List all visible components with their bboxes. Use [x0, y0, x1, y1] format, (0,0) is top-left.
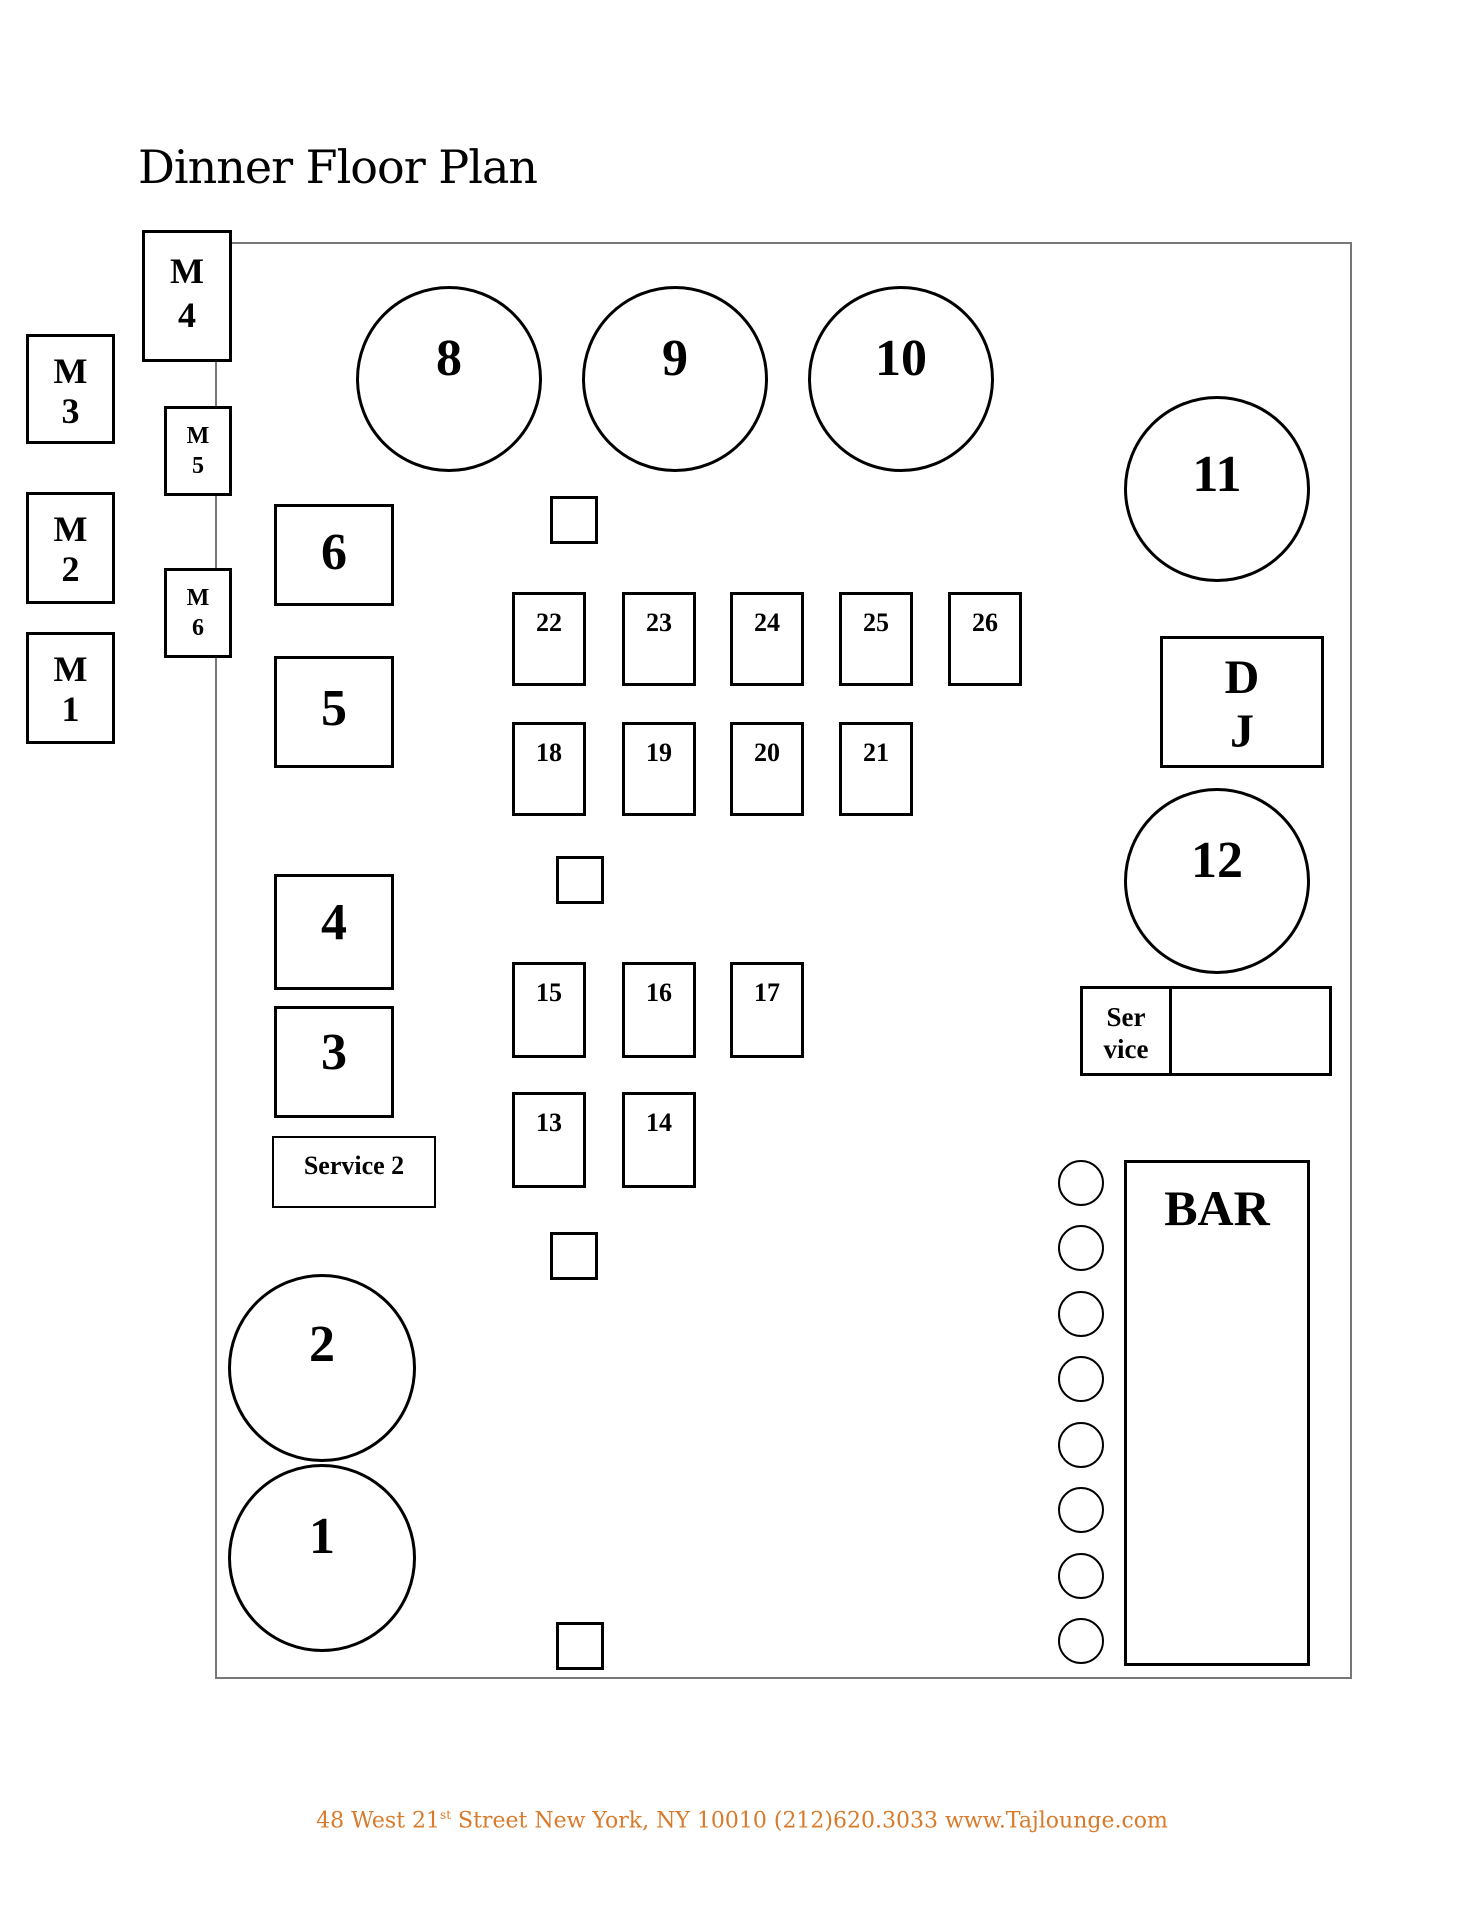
pillar-1: [550, 496, 598, 544]
table-13-label: 13: [536, 1108, 562, 1137]
footer-address-pre: 48 West 21: [316, 1808, 441, 1834]
pillar-4: [556, 1622, 604, 1670]
page-title: Dinner Floor Plan: [138, 140, 538, 194]
service-station: Ser vice: [1080, 986, 1332, 1076]
table-15-label: 15: [536, 978, 562, 1007]
table-m4[interactable]: M 4: [142, 230, 232, 362]
dj-booth[interactable]: D J: [1160, 636, 1324, 768]
table-18-label: 18: [536, 738, 562, 767]
table-8[interactable]: 8: [356, 286, 542, 472]
service-station-label: Ser vice: [1083, 1001, 1169, 1065]
table-9[interactable]: 9: [582, 286, 768, 472]
table-1-label: 1: [309, 1508, 335, 1565]
table-16[interactable]: 16: [622, 962, 696, 1058]
table-10-label: 10: [875, 330, 927, 387]
dining-room-outline: [215, 242, 1352, 1679]
table-5-label: 5: [321, 680, 347, 737]
table-17[interactable]: 17: [730, 962, 804, 1058]
table-3-label: 3: [321, 1024, 347, 1081]
table-m5-label-num: 5: [192, 453, 204, 479]
table-m5[interactable]: M 5: [164, 406, 232, 496]
table-m2-label-num: 2: [61, 549, 80, 589]
table-4-label: 4: [321, 894, 347, 951]
table-22[interactable]: 22: [512, 592, 586, 686]
table-25[interactable]: 25: [839, 592, 913, 686]
table-23[interactable]: 23: [622, 592, 696, 686]
table-4[interactable]: 4: [274, 874, 394, 990]
bar-stool[interactable]: [1058, 1225, 1104, 1271]
table-14[interactable]: 14: [622, 1092, 696, 1188]
pillar-3: [550, 1232, 598, 1280]
table-m2-label-m: M: [53, 509, 88, 549]
table-13[interactable]: 13: [512, 1092, 586, 1188]
table-12-label: 12: [1191, 832, 1243, 889]
table-21-label: 21: [863, 738, 889, 767]
bar-stool[interactable]: [1058, 1356, 1104, 1402]
table-2[interactable]: 2: [228, 1274, 416, 1462]
service-label-ser: Ser: [1106, 1002, 1146, 1032]
bar-stool[interactable]: [1058, 1422, 1104, 1468]
table-m1-label-m: M: [53, 649, 88, 689]
table-19[interactable]: 19: [622, 722, 696, 816]
table-3[interactable]: 3: [274, 1006, 394, 1118]
service-2-label: Service 2: [303, 1151, 405, 1180]
table-20[interactable]: 20: [730, 722, 804, 816]
table-15[interactable]: 15: [512, 962, 586, 1058]
table-11[interactable]: 11: [1124, 396, 1310, 582]
table-18[interactable]: 18: [512, 722, 586, 816]
footer-address-sup: st: [440, 1808, 452, 1822]
table-6[interactable]: 6: [274, 504, 394, 606]
table-14-label: 14: [646, 1108, 672, 1137]
service-label-vice: vice: [1103, 1034, 1149, 1064]
footer-address-post: Street New York, NY 10010 (212)620.3033 …: [451, 1808, 1168, 1834]
table-26-label: 26: [972, 608, 998, 637]
table-8-label: 8: [436, 330, 462, 387]
bar-stool[interactable]: [1058, 1160, 1104, 1206]
bar-label: BAR: [1164, 1180, 1270, 1236]
table-24[interactable]: 24: [730, 592, 804, 686]
table-11-label: 11: [1192, 446, 1242, 503]
service-2-station: Service 2: [272, 1136, 436, 1208]
table-21[interactable]: 21: [839, 722, 913, 816]
footer-address: 48 West 21st Street New York, NY 10010 (…: [0, 1808, 1484, 1833]
bar-stool[interactable]: [1058, 1291, 1104, 1337]
bar[interactable]: BAR: [1124, 1160, 1310, 1666]
table-12[interactable]: 12: [1124, 788, 1310, 974]
dj-label-d: D: [1224, 651, 1260, 704]
table-23-label: 23: [646, 608, 672, 637]
table-m2[interactable]: M 2: [26, 492, 115, 604]
table-m6-label-m: M: [186, 585, 210, 611]
pillar-2: [556, 856, 604, 904]
table-m1-label-num: 1: [61, 689, 80, 729]
bar-stool[interactable]: [1058, 1553, 1104, 1599]
table-m1[interactable]: M 1: [26, 632, 115, 744]
dj-label-j: J: [1230, 705, 1254, 758]
table-5[interactable]: 5: [274, 656, 394, 768]
table-m6-label-num: 6: [192, 615, 204, 641]
table-22-label: 22: [536, 608, 562, 637]
table-m4-label-num: 4: [178, 295, 196, 335]
table-m5-label-m: M: [186, 423, 210, 449]
table-6-label: 6: [321, 524, 347, 581]
table-m6[interactable]: M 6: [164, 568, 232, 658]
table-2-label: 2: [309, 1316, 335, 1373]
table-26[interactable]: 26: [948, 592, 1022, 686]
table-9-label: 9: [662, 330, 688, 387]
table-10[interactable]: 10: [808, 286, 994, 472]
table-m4-label-m: M: [170, 251, 204, 291]
bar-stool[interactable]: [1058, 1618, 1104, 1664]
table-m3-label-m: M: [53, 351, 88, 391]
table-1[interactable]: 1: [228, 1464, 416, 1652]
table-24-label: 24: [754, 608, 780, 637]
table-16-label: 16: [646, 978, 672, 1007]
service-station-divider: [1169, 989, 1172, 1073]
table-20-label: 20: [754, 738, 780, 767]
table-19-label: 19: [646, 738, 672, 767]
table-17-label: 17: [754, 978, 780, 1007]
table-m3-label-num: 3: [61, 391, 80, 431]
table-25-label: 25: [863, 608, 889, 637]
bar-stool[interactable]: [1058, 1487, 1104, 1533]
table-m3[interactable]: M 3: [26, 334, 115, 444]
